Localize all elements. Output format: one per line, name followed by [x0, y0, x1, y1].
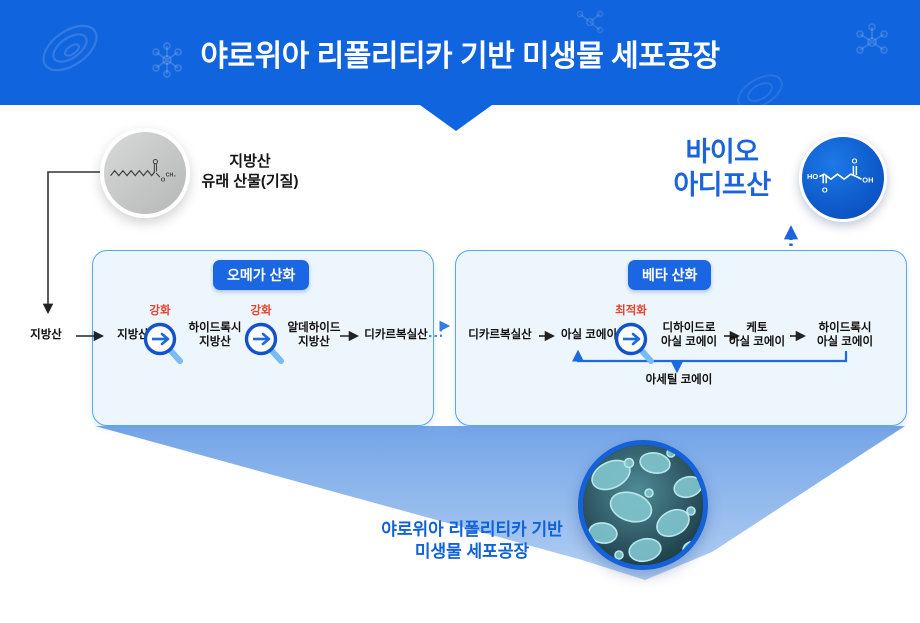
methyl-label: CH₃: [166, 172, 177, 178]
beta-byproduct-acetyl-coa: 아세틸 코에이: [645, 374, 713, 386]
omega-step-hydroxy-line1: 하이드록시: [188, 322, 242, 334]
omega-step-aldehyde-line2: 지방산: [298, 335, 330, 348]
enhance-label-1: 강화: [149, 305, 171, 317]
optimize-label: 최적화: [615, 305, 647, 317]
adipic-acid-structure-icon: HO O O OH: [807, 156, 873, 194]
beta-step-dehydro-line1: 디하이드로: [662, 322, 716, 334]
beta-step-keto-line2: 아실 코에이: [728, 335, 786, 348]
product-title-line2: 아디프산: [673, 170, 771, 200]
omega-step-hydroxy-line2: 지방산: [199, 335, 231, 348]
substrate-molecule-badge: O CH₃: [100, 128, 190, 218]
substrate-label-line2: 유래 산물(기질): [201, 173, 299, 190]
swirl-decoration-icon: [42, 24, 98, 72]
beta-step-hydroxy: 하이드록시 아실 코에이: [813, 322, 877, 349]
product-title: 바이오 아디프산: [632, 136, 812, 202]
fatty-acid-structure-icon: O CH₃: [110, 158, 177, 183]
molecule-decoration-icon: [152, 42, 182, 78]
bottom-caption-line2: 미생물 세포공장: [414, 542, 530, 561]
bottom-caption-line1: 야로위아 리폴리티카 기반: [381, 520, 563, 539]
substrate-label: 지방산 유래 산물(기질): [185, 152, 315, 192]
omega-step-hydroxy: 하이드록시 지방산: [183, 322, 247, 349]
molecule-decoration-icon: [856, 23, 888, 54]
omega-step-dicarboxylic: 디카르복실산: [364, 329, 428, 341]
omega-step-aldehyde: 알데하이드 지방산: [283, 322, 345, 349]
swirl-decoration-icon: [737, 74, 783, 105]
page-title: 야로위아 리폴리티카 기반 미생물 세포공장: [200, 39, 720, 73]
omega-oxidation-badge: 오메가 산화: [213, 260, 310, 290]
adipic-acid-badge: HO O O OH: [799, 134, 887, 222]
banner-pointer-triangle: [420, 105, 492, 131]
oh-label: OH: [862, 175, 873, 184]
magnifier-arrow-icon: [140, 318, 186, 366]
product-title-line1: 바이오: [685, 137, 759, 167]
molecule-decoration-icon: [576, 10, 604, 34]
beta-step-dicarboxylic: 디카르복실산: [468, 329, 532, 341]
substrate-label-line1: 지방산: [229, 153, 271, 170]
header-banner: 야로위아 리폴리티카 기반 미생물 세포공장: [0, 0, 920, 105]
beta-oxidation-badge: 베타 산화: [628, 260, 712, 290]
beta-step-dehydro: 디하이드로 아실 코에이: [657, 322, 721, 349]
banner-decorations: [42, 10, 888, 105]
enhance-label-2: 강화: [250, 305, 272, 317]
ester-oxygen-label: O: [161, 177, 166, 183]
omega-step-fatty-acid: 지방산: [117, 329, 149, 341]
beta-step-keto: 케토 아실 코에이: [727, 322, 787, 349]
beta-step-dehydro-line2: 아실 코에이: [660, 335, 718, 348]
magnifier-arrow-icon: [241, 318, 287, 366]
ho-label: HO: [807, 172, 818, 181]
yeast-cells-image: [578, 440, 708, 570]
beta-step-keto-line1: 케토: [746, 322, 768, 334]
oxygen-right-label: O: [852, 156, 858, 165]
beta-step-hydroxy-line1: 하이드록시: [818, 322, 872, 334]
bottom-caption: 야로위아 리폴리티카 기반 미생물 세포공장: [357, 519, 587, 563]
feed-fatty-acid-label: 지방산: [30, 329, 62, 341]
beta-step-hydroxy-line2: 아실 코에이: [816, 335, 874, 348]
beta-step-acyl-coa: 아실 코에이: [560, 329, 618, 341]
omega-step-aldehyde-line1: 알데하이드: [287, 322, 341, 334]
magnifier-arrow-icon: [611, 318, 657, 366]
oxygen-left-label: O: [822, 185, 828, 194]
